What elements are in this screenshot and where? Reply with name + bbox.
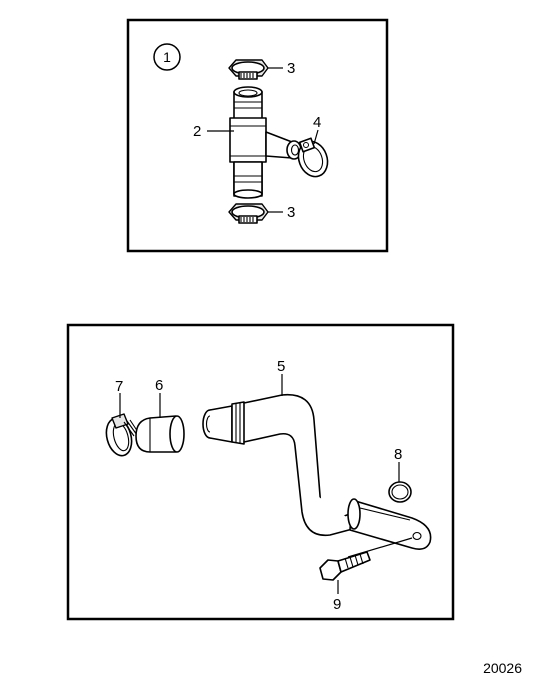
callout-9: 9	[333, 596, 341, 613]
callout-3-bottom: 3	[287, 204, 295, 221]
view-2-frame	[66, 323, 455, 621]
tee-connector	[229, 86, 302, 199]
callout-3-top: 3	[287, 60, 295, 77]
view-2-panel: 7 6 5	[66, 323, 455, 621]
callout-7: 7	[115, 378, 123, 395]
callout-4: 4	[313, 114, 321, 131]
view-1-panel: 1 3	[126, 18, 389, 253]
callout-2: 2	[193, 123, 201, 140]
callout-6: 6	[155, 377, 163, 394]
end-cap-6	[135, 415, 185, 453]
view-1-marker-label: 1	[163, 49, 171, 65]
hose-clamp-top	[228, 59, 269, 80]
hose-clamp-bottom	[228, 203, 269, 224]
view-1-marker: 1	[153, 43, 181, 71]
drawing-number: 20026	[483, 660, 522, 676]
callout-5: 5	[277, 358, 285, 375]
flange-bolt-9	[319, 537, 413, 581]
callout-8: 8	[394, 446, 402, 463]
hose-clamp-7	[105, 413, 139, 457]
view-1-frame	[126, 18, 389, 253]
hose-clamp-side	[297, 137, 329, 178]
coolant-pipe-5	[202, 393, 432, 550]
o-ring-8	[388, 481, 412, 503]
